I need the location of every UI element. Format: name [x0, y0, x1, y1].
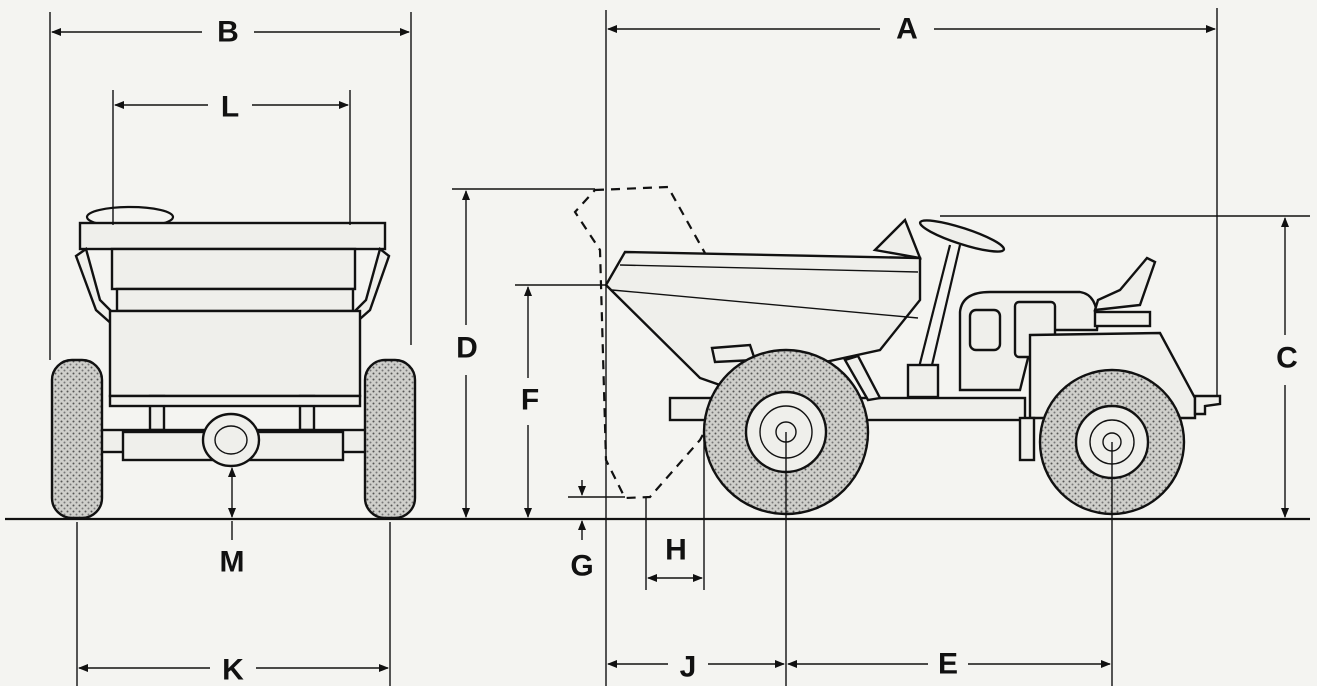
side-view-dumper — [573, 185, 1222, 516]
label-e: E — [938, 648, 958, 681]
label-h: H — [665, 534, 687, 567]
label-d: D — [456, 332, 478, 365]
label-l: L — [221, 91, 239, 124]
label-j: J — [680, 651, 697, 684]
dimension-lines — [49, 8, 1310, 686]
label-g: G — [570, 550, 593, 583]
front-view-dumper — [50, 205, 417, 520]
label-k: K — [222, 654, 244, 686]
label-c: C — [1276, 342, 1298, 375]
label-b: B — [217, 16, 239, 49]
dimension-labels: B L M K A C D F G H J E — [217, 13, 1298, 686]
label-m: M — [220, 546, 245, 579]
label-f: F — [521, 384, 539, 417]
label-a: A — [896, 13, 918, 46]
